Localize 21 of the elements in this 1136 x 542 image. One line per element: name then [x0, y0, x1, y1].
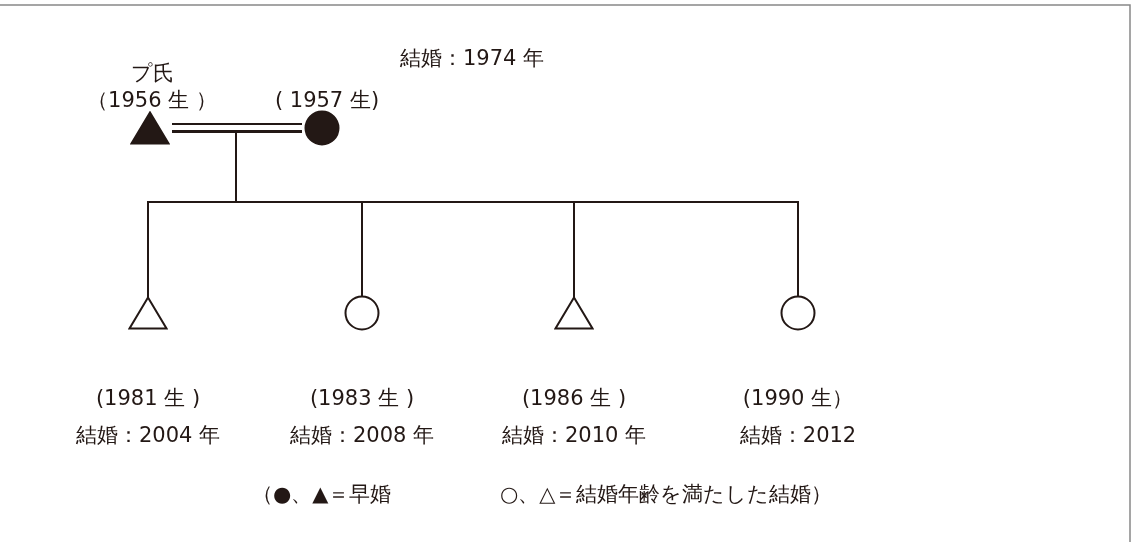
legend-note: （●、▲＝早婚: [252, 481, 392, 507]
person-note: （1956 生 ）: [87, 87, 217, 113]
marriage-double-line: [172, 123, 302, 133]
male-filled-triangle: [130, 111, 170, 145]
person-note: 結婚：2004 年: [75, 422, 221, 448]
person-note: (1986 生 ): [521, 385, 627, 411]
person-note: (1990 生）: [742, 385, 854, 411]
person-note: (1983 生 ): [309, 385, 415, 411]
person-note: 結婚：2012: [739, 422, 857, 448]
legend-note: ○、△＝結婚年齢を満たした結婚）: [500, 481, 833, 507]
person-note: プ氏: [130, 60, 174, 86]
person-note: ( 1957 生): [274, 87, 380, 113]
female-circle: [780, 295, 816, 331]
male-triangle: [554, 296, 594, 330]
female-filled-circle: [304, 110, 340, 146]
person-note: (1981 生 ): [95, 385, 201, 411]
person-note: 結婚：2010 年: [501, 422, 647, 448]
person-note: 結婚：2008 年: [289, 422, 435, 448]
female-circle: [344, 295, 380, 331]
male-triangle: [128, 296, 168, 330]
marriage-year-note: 結婚：1974 年: [400, 45, 545, 71]
